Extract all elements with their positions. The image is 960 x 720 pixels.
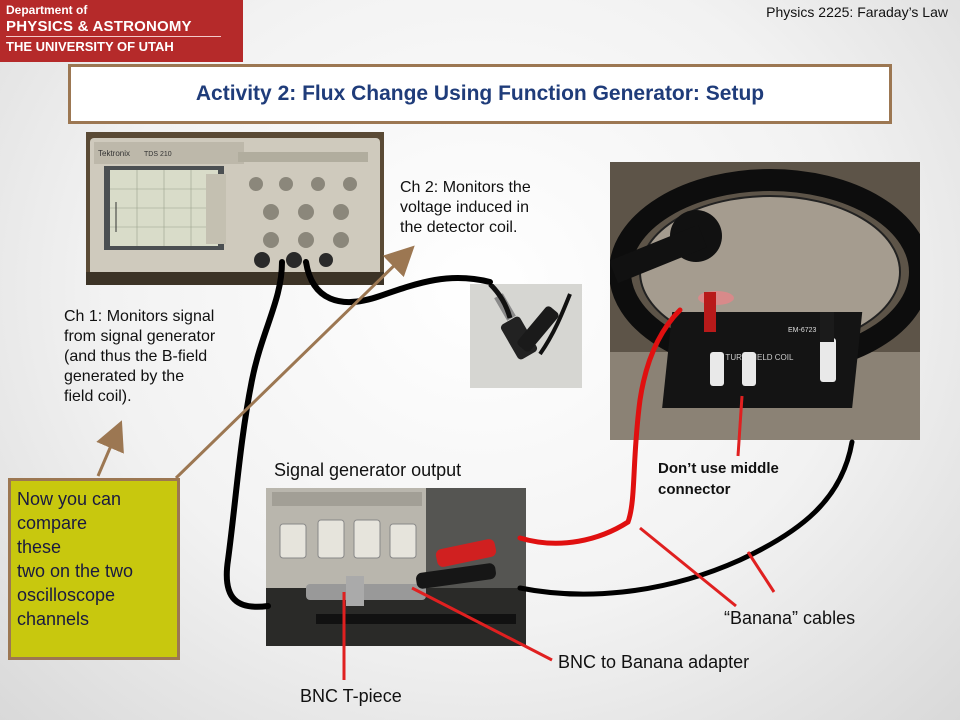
ch1-line-4: generated by the xyxy=(64,368,185,385)
oscilloscope-photo: Tektronix TDS 210 xyxy=(86,132,384,285)
ch1-line-2: from signal generator xyxy=(64,328,216,345)
field-coil-photo: EM-6723 200 TURN FIELD COIL xyxy=(610,162,920,440)
banana-cables-label: “Banana” cables xyxy=(724,608,856,628)
slide-title: Activity 2: Flux Change Using Function G… xyxy=(195,82,765,105)
compare-note-box: Now you can compare these two on the two… xyxy=(8,478,180,660)
dont-use-line-2: connector xyxy=(658,481,731,498)
dont-use-label: Don’t use middle connector xyxy=(658,458,779,500)
note-line-6: channels xyxy=(17,609,90,629)
scope-model: TDS 210 xyxy=(144,151,172,158)
ch1-label: Ch 1: Monitors signal from signal genera… xyxy=(64,307,264,431)
ch1-line-5: field coil). xyxy=(64,388,132,405)
note-line-4: two on the two xyxy=(17,561,134,581)
course-title: Physics 2225: Faraday’s Law xyxy=(766,4,948,20)
ch1-line-3: (and thus the B-field xyxy=(64,348,208,365)
note-line-3: these xyxy=(17,537,62,557)
slide-title-box: Activity 2: Flux Change Using Function G… xyxy=(68,64,892,124)
signal-output-label: Signal generator output xyxy=(274,460,462,480)
dont-use-line-1: Don’t use middle xyxy=(658,460,779,477)
logo-line-1: Department of xyxy=(6,3,88,17)
ch2-label: Ch 2: Monitors the voltage induced in th… xyxy=(400,178,531,238)
note-line-1: Now you can xyxy=(17,489,122,509)
ch2-line-2: voltage induced in xyxy=(400,199,529,216)
bnc-banana-adapter-label: BNC to Banana adapter xyxy=(558,652,750,672)
signal-generator-photo xyxy=(266,488,526,646)
university-logo: Department of PHYSICS & ASTRONOMY THE UN… xyxy=(0,0,243,62)
note-line-2: compare xyxy=(17,513,88,533)
ch1-line-1: Ch 1: Monitors signal xyxy=(64,308,215,325)
logo-divider xyxy=(6,36,221,37)
bnc-tee-closeup-photo xyxy=(470,284,582,388)
ch2-line-1: Ch 2: Monitors the xyxy=(400,179,531,196)
ch2-line-3: the detector coil. xyxy=(400,219,518,236)
logo-line-2: PHYSICS & ASTRONOMY xyxy=(6,18,192,35)
scope-brand: Tektronix xyxy=(98,149,130,158)
coil-model-text: EM-6723 xyxy=(788,327,817,334)
note-line-5: oscilloscope xyxy=(17,585,116,605)
logo-line-3: THE UNIVERSITY OF UTAH xyxy=(6,39,174,54)
bnc-tpiece-label: BNC T-piece xyxy=(300,686,402,706)
